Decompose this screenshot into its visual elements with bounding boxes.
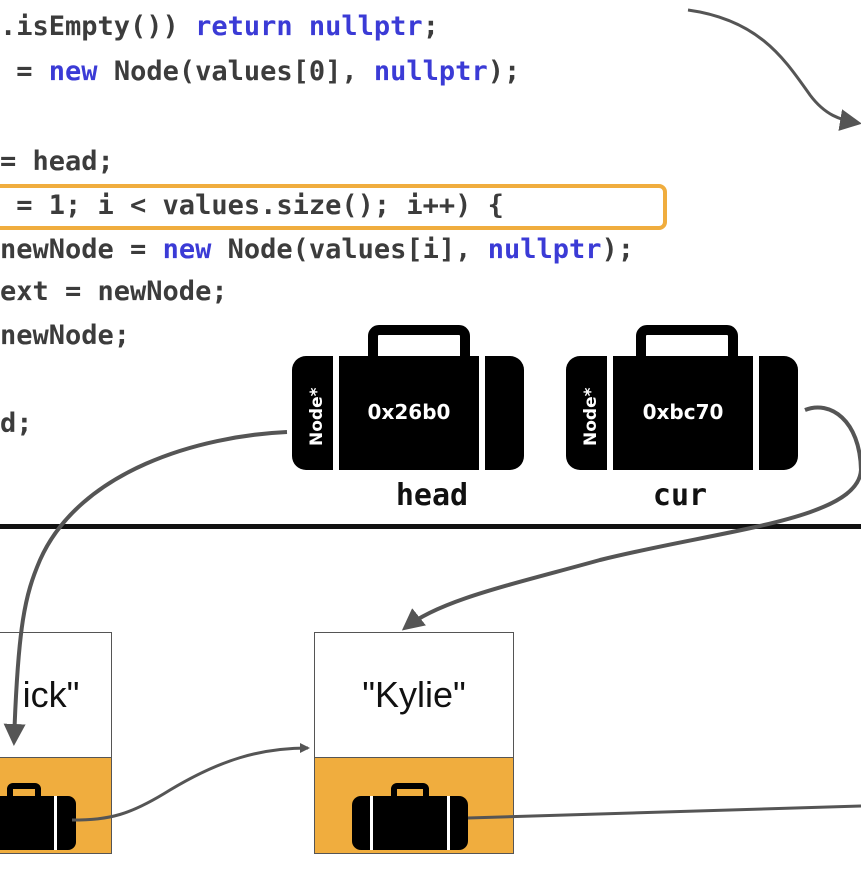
code-keyword: nullptr <box>373 56 488 87</box>
suitcase-icon: Node* 0x26b0 <box>292 325 524 470</box>
code-line: newNode = new Node(values[i], nullptr); <box>0 228 634 272</box>
code-keyword: new <box>48 56 98 87</box>
variable-type-label: Node* <box>307 387 327 446</box>
code-text: = 1; i < values.size(); i++) { <box>0 190 504 221</box>
variable-name-head: head <box>395 478 469 513</box>
code-keyword: return <box>195 11 293 42</box>
variable-name-cur: cur <box>652 478 708 513</box>
arrow-next-first <box>71 743 310 822</box>
code-text: = <box>0 56 49 87</box>
stack-heap-divider <box>0 524 861 529</box>
suitcase-icon: Node* 0xbc70 <box>566 325 798 470</box>
arrow-next-kylie <box>467 804 861 820</box>
arrow-to-offscreen <box>687 8 861 131</box>
address-value: 0xbc70 <box>643 400 724 424</box>
code-text: ); <box>601 234 634 265</box>
suitcase-icon <box>0 783 76 850</box>
code-keyword: new <box>162 234 212 265</box>
code-line: = new Node(values[0], nullptr); <box>0 50 520 94</box>
code-text: ; <box>422 11 439 42</box>
code-line: = head; <box>0 140 114 184</box>
code-text: .isEmpty()) <box>0 11 196 42</box>
code-line: = 1; i < values.size(); i++) { <box>0 184 504 228</box>
code-text: newNode; <box>0 320 131 351</box>
arrow-cur-pointer <box>401 405 861 631</box>
node-value: "Kylie" <box>362 674 466 715</box>
address-value: 0x26b0 <box>368 400 451 424</box>
code-text: ); <box>487 56 521 87</box>
code-text: d; <box>0 408 33 439</box>
code-keyword: nullptr <box>308 11 423 42</box>
code-line: d; <box>0 402 33 446</box>
code-keyword: nullptr <box>487 234 602 265</box>
code-line: .isEmpty()) return nullptr; <box>0 5 439 49</box>
arrow-head-pointer <box>3 430 288 746</box>
code-text: ext = newNode; <box>0 276 228 307</box>
code-text: Node(values[0], <box>97 56 374 87</box>
code-text: Node(values[i], <box>211 234 488 265</box>
variable-type-label: Node* <box>581 387 601 446</box>
current-line-highlight <box>0 184 667 230</box>
code-text: = head; <box>0 146 114 177</box>
suitcase-icon <box>352 783 468 850</box>
code-line: newNode; <box>0 314 130 358</box>
code-text: newNode = <box>0 234 163 265</box>
node-value: ick" <box>22 674 80 715</box>
code-line: ext = newNode; <box>0 270 228 314</box>
